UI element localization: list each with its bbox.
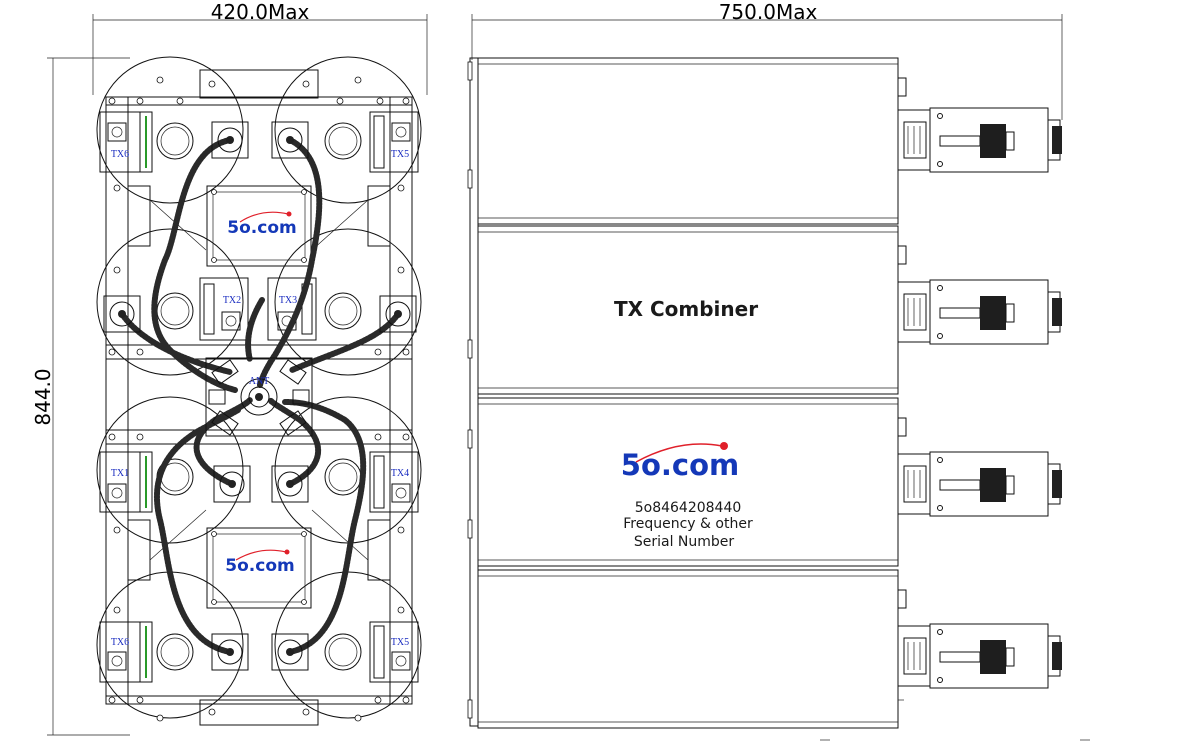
- side-depth-label: 750.0Max: [719, 0, 818, 24]
- frequency-note: Frequency & other: [623, 516, 753, 532]
- antenna-hub: ANT: [205, 357, 313, 437]
- front-view: 5o.com 5o.com TX6 TX5: [96, 56, 422, 726]
- dimension-front-width: 420.0Max: [92, 0, 428, 95]
- tuning-assembly-3: [897, 417, 1062, 517]
- front-width-label: 420.0Max: [211, 0, 310, 24]
- cavity-module-1: [477, 57, 899, 225]
- cavity-connectors: [103, 121, 417, 671]
- tx-label: TX3: [279, 295, 297, 306]
- rear-mounting-strip: [469, 57, 479, 727]
- logo-plate-top: 5o.com: [206, 185, 312, 267]
- tx-port-tx1: TX1: [99, 451, 153, 513]
- tx-port-tx6-top: TX6: [99, 111, 153, 173]
- cavity-outlines: [96, 56, 422, 719]
- tuning-assembly-2: [897, 245, 1062, 345]
- mounting-frame: [105, 69, 413, 726]
- front-logo-bottom: 5o.com: [225, 556, 294, 576]
- dimension-side-depth: 750.0Max: [471, 0, 1063, 120]
- serial-note: Serial Number: [634, 534, 735, 550]
- mounting-screws: [108, 76, 410, 722]
- tx-port-tx6-bottom: TX6: [99, 621, 153, 683]
- front-logo-top: 5o.com: [227, 218, 296, 238]
- tx-label: TX2: [223, 295, 241, 306]
- side-view: TX Combiner 5o.com 5o8464208440 Frequenc…: [467, 57, 1090, 741]
- tuning-assembly-4: [897, 589, 1062, 689]
- antenna-label: ANT: [249, 376, 270, 387]
- tx-label: TX1: [111, 468, 129, 479]
- tx-port-tx5-bottom: TX5: [369, 621, 419, 683]
- tx-label: TX4: [391, 468, 409, 479]
- tx-port-tx5-top: TX5: [369, 111, 419, 173]
- logo-plate-bottom: 5o.com: [206, 527, 312, 609]
- tx-label: TX5: [391, 149, 409, 160]
- tx-label: TX5: [391, 637, 409, 648]
- tx-port-tx2: TX2: [199, 277, 249, 341]
- tuning-assembly-1: [897, 77, 1062, 173]
- cavity-module-3: 5o.com 5o8464208440 Frequency & other Se…: [477, 397, 899, 567]
- combiner-title: TX Combiner: [614, 297, 758, 321]
- side-logo: 5o.com: [621, 442, 739, 482]
- tx-label: TX6: [111, 637, 129, 648]
- coax-cables: [119, 137, 401, 655]
- tx-port-tx4: TX4: [369, 451, 419, 513]
- tx-label: TX6: [111, 149, 129, 160]
- dimension-height: 844.0: [31, 57, 130, 736]
- side-logo-text: 5o.com: [621, 448, 739, 482]
- height-label: 844.0: [31, 368, 55, 425]
- cavity-module-2: TX Combiner: [477, 225, 899, 395]
- serial-number: 5o8464208440: [635, 500, 742, 516]
- cavity-module-4: [477, 569, 899, 729]
